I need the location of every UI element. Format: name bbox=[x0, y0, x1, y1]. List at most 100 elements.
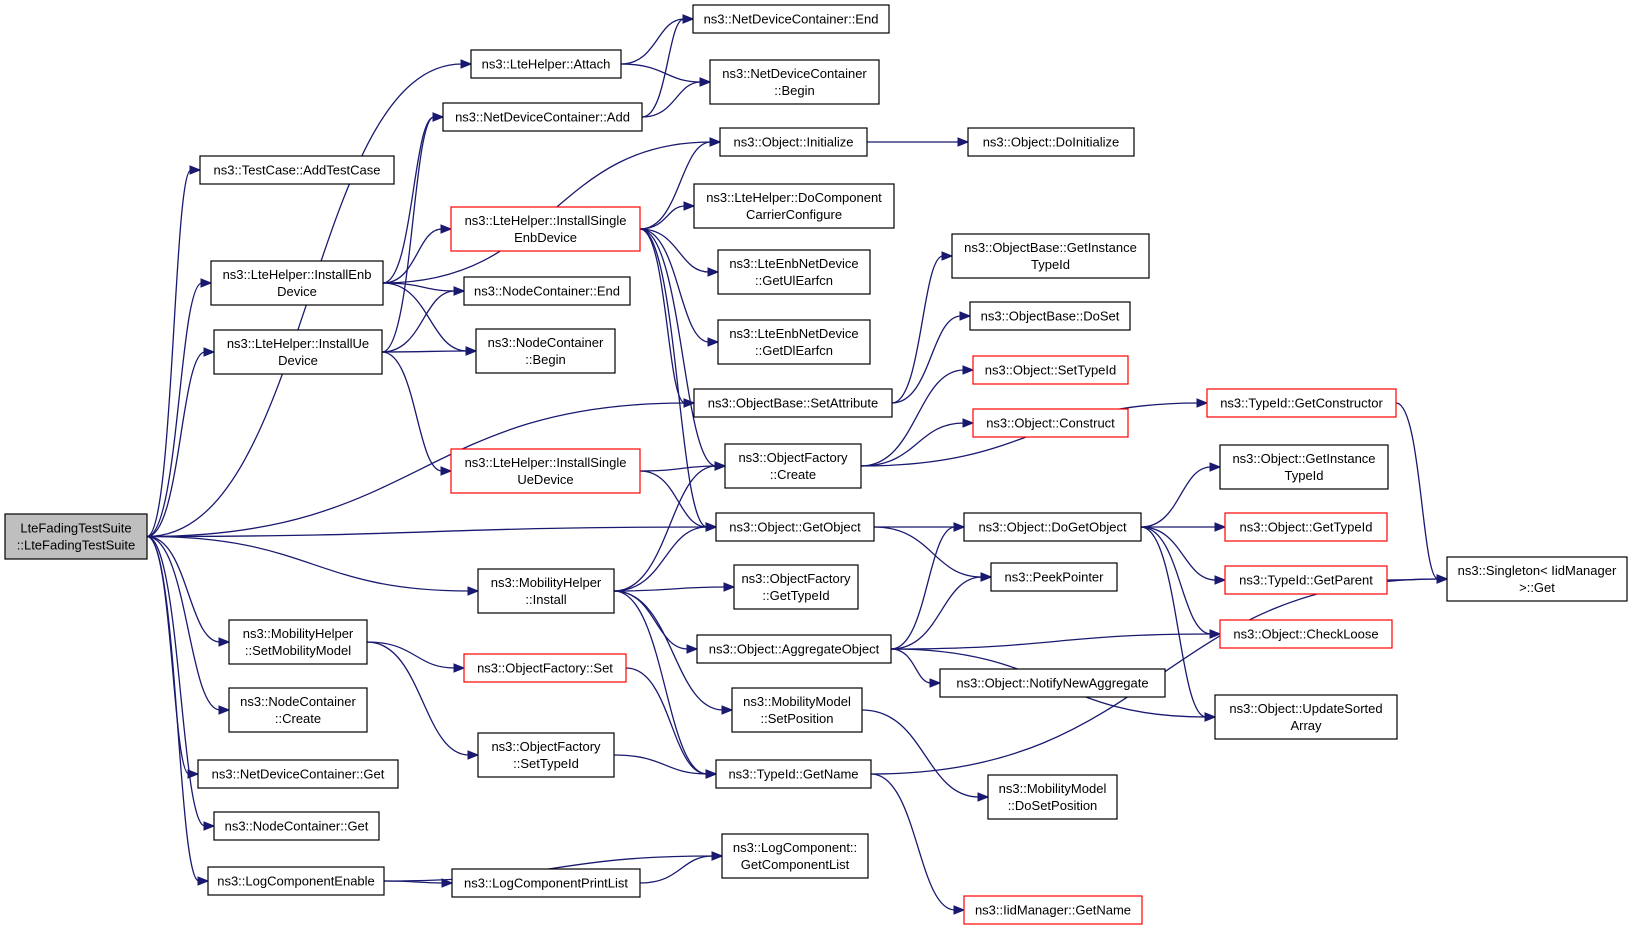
node-lte_attach[interactable]: ns3::LteHelper::Attach bbox=[470, 49, 622, 79]
node-nc_end[interactable]: ns3::NodeContainer::End bbox=[463, 276, 631, 306]
node-obj_construct[interactable]: ns3::Object::Construct bbox=[972, 408, 1129, 438]
node-mh_setmm[interactable]: ns3::MobilityHelper::SetMobilityModel bbox=[228, 619, 368, 665]
node-enb_ul[interactable]: ns3::LteEnbNetDevice::GetUlEarfcn bbox=[717, 249, 871, 295]
node-nc_get[interactable]: ns3::NodeContainer::Get bbox=[213, 811, 380, 841]
node-mm_setpos[interactable]: ns3::MobilityModel::SetPosition bbox=[731, 687, 863, 733]
node-box bbox=[197, 759, 399, 789]
node-obj_dogetobj[interactable]: ns3::Object::DoGetObject bbox=[963, 512, 1142, 542]
arrow-head-icon bbox=[465, 346, 478, 356]
node-tid_getname[interactable]: ns3::TypeId::GetName bbox=[715, 759, 872, 789]
node-ndc_end[interactable]: ns3::NetDeviceContainer::End bbox=[692, 4, 890, 34]
arrow-head-icon bbox=[1214, 522, 1227, 532]
node-label: ns3::Object::SetTypeId bbox=[985, 363, 1117, 378]
arrow-head-icon bbox=[467, 750, 480, 760]
node-box bbox=[1446, 556, 1628, 602]
node-lc_getlist[interactable]: ns3::LogComponent::GetComponentList bbox=[721, 833, 869, 879]
node-obj_getobj[interactable]: ns3::Object::GetObject bbox=[715, 512, 875, 542]
arrow-head-icon bbox=[1209, 629, 1222, 639]
node-lc_enable[interactable]: ns3::LogComponentEnable bbox=[207, 866, 385, 896]
node-label: ns3::Object::Construct bbox=[986, 416, 1115, 431]
arrow-head-icon bbox=[683, 201, 696, 211]
edge-line bbox=[146, 535, 470, 592]
node-ndc_begin[interactable]: ns3::NetDeviceContainer::Begin bbox=[709, 59, 880, 105]
node-box bbox=[939, 668, 1166, 698]
edge-line bbox=[381, 290, 456, 353]
node-label: ns3::LteEnbNetDevice bbox=[729, 326, 858, 341]
node-obj_notify[interactable]: ns3::Object::NotifyNewAggregate bbox=[939, 668, 1166, 698]
edge-line bbox=[146, 535, 190, 775]
node-of_create[interactable]: ns3::ObjectFactory::Create bbox=[724, 443, 862, 489]
edge-line bbox=[620, 63, 702, 83]
node-tid_getparent[interactable]: ns3::TypeId::GetParent bbox=[1224, 565, 1388, 595]
node-tc_addtc[interactable]: ns3::TestCase::AddTestCase bbox=[199, 155, 395, 185]
node-label: ::Create bbox=[770, 467, 816, 482]
edge-root-to-lte_instue bbox=[146, 347, 216, 538]
node-nc_begin[interactable]: ns3::NodeContainer::Begin bbox=[475, 328, 616, 374]
edge-obj_aggregate-to-obj_notify bbox=[890, 648, 942, 688]
node-box bbox=[717, 319, 871, 365]
node-obj_doinit[interactable]: ns3::Object::DoInitialize bbox=[967, 127, 1135, 157]
node-label: ns3::NodeContainer bbox=[488, 335, 604, 350]
arrow-head-icon bbox=[709, 137, 722, 147]
node-box bbox=[731, 687, 863, 733]
node-ob_setattr[interactable]: ns3::ObjectBase::SetAttribute bbox=[693, 388, 893, 418]
edge-lte_instsingleenb-to-enb_dl bbox=[639, 228, 720, 347]
arrow-head-icon bbox=[962, 365, 975, 375]
node-of_settid[interactable]: ns3::ObjectFactory::SetTypeId bbox=[477, 732, 615, 778]
node-obj_settid[interactable]: ns3::Object::SetTypeId bbox=[972, 355, 1129, 385]
node-nc_create[interactable]: ns3::NodeContainer::Create bbox=[228, 687, 368, 733]
node-mm_dosetpos[interactable]: ns3::MobilityModel::DoSetPosition bbox=[987, 774, 1118, 820]
node-ndc_add[interactable]: ns3::NetDeviceContainer::Add bbox=[442, 102, 643, 132]
node-box bbox=[477, 568, 615, 614]
arrow-head-icon bbox=[441, 878, 454, 888]
edge-ndc_add-to-ndc_end bbox=[641, 14, 695, 118]
node-mh_install[interactable]: ns3::MobilityHelper::Install bbox=[477, 568, 615, 614]
node-label: ns3::ObjectFactory bbox=[738, 450, 848, 465]
edge-root-to-nc_get bbox=[146, 535, 216, 831]
node-peekptr[interactable]: ns3::PeekPointer bbox=[990, 562, 1118, 592]
edge-ob_setattr-to-ob_doset bbox=[891, 311, 972, 404]
node-tid_getctor[interactable]: ns3::TypeId::GetConstructor bbox=[1206, 388, 1397, 418]
node-label: ::SetTypeId bbox=[513, 756, 579, 771]
edge-line bbox=[1395, 402, 1439, 580]
node-obj_checkloose[interactable]: ns3::Object::CheckLoose bbox=[1219, 619, 1393, 649]
edge-line bbox=[613, 465, 717, 592]
node-obj_aggregate[interactable]: ns3::Object::AggregateObject bbox=[696, 634, 892, 664]
node-of_set[interactable]: ns3::ObjectFactory::Set bbox=[463, 653, 627, 683]
node-ndc_get[interactable]: ns3::NetDeviceContainer::Get bbox=[197, 759, 399, 789]
node-obj_gettid[interactable]: ns3::Object::GetTypeId bbox=[1224, 512, 1388, 542]
node-enb_dl[interactable]: ns3::LteEnbNetDevice::GetDlEarfcn bbox=[717, 319, 871, 365]
node-box bbox=[470, 49, 622, 79]
node-iid_getname[interactable]: ns3::IidManager::GetName bbox=[963, 895, 1143, 925]
node-root[interactable]: LteFadingTestSuite::LteFadingTestSuite bbox=[4, 513, 148, 560]
node-label: ns3::Singleton< IidManager bbox=[1458, 563, 1617, 578]
node-label: ns3::MobilityModel bbox=[743, 694, 851, 709]
node-obj_init[interactable]: ns3::Object::Initialize bbox=[719, 127, 868, 157]
edge-line bbox=[891, 315, 962, 404]
node-singleton_get[interactable]: ns3::Singleton< IidManager>::Get bbox=[1446, 556, 1628, 602]
node-box bbox=[207, 866, 385, 896]
arrow-head-icon bbox=[957, 137, 970, 147]
edge-of_create-to-obj_settid bbox=[860, 365, 975, 467]
arrow-head-icon bbox=[929, 678, 942, 688]
edge-obj_getobj-to-obj_dogetobj bbox=[874, 522, 966, 532]
edge-line bbox=[146, 535, 200, 882]
node-lc_printlist[interactable]: ns3::LogComponentPrintList bbox=[451, 868, 641, 898]
node-label: ns3::MobilityHelper bbox=[243, 626, 354, 641]
node-label: ns3::Object::UpdateSorted bbox=[1229, 701, 1382, 716]
node-ob_doset[interactable]: ns3::ObjectBase::DoSet bbox=[969, 301, 1131, 331]
node-of_gettid[interactable]: ns3::ObjectFactory::GetTypeId bbox=[733, 564, 859, 610]
arrow-head-icon bbox=[707, 337, 720, 347]
node-box bbox=[210, 260, 384, 306]
arrow-head-icon bbox=[187, 769, 200, 779]
node-lte_docc[interactable]: ns3::LteHelper::DoComponentCarrierConfig… bbox=[693, 183, 895, 229]
edge-mh_setmm-to-of_set bbox=[366, 641, 466, 673]
edge-line bbox=[382, 116, 435, 284]
